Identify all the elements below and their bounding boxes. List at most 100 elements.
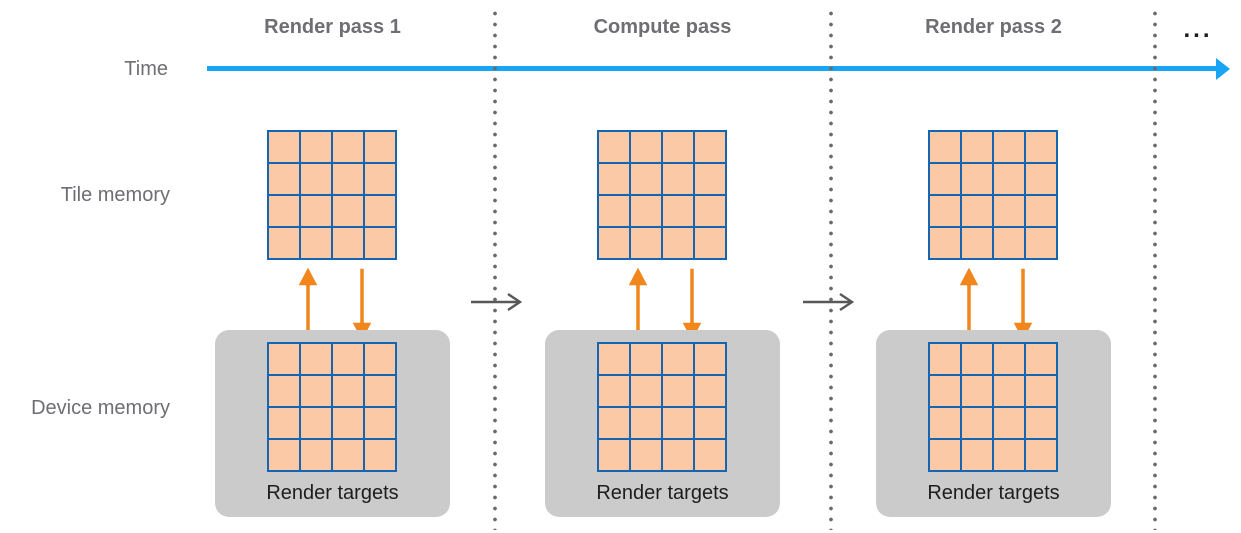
grid-cell: [695, 132, 725, 162]
grid-cell: [930, 440, 960, 470]
grid-cell: [365, 228, 395, 258]
grid-cell: [301, 344, 331, 374]
grid-cell: [1026, 196, 1056, 226]
tile-memory-grid: [267, 130, 397, 260]
store-arrow-icon: [680, 267, 704, 343]
render-targets-label: Render targets: [596, 482, 729, 504]
device-memory-box: Render targets: [215, 330, 450, 517]
grid-cell: [962, 228, 992, 258]
grid-cell: [663, 408, 693, 438]
render-targets-label: Render targets: [927, 482, 1060, 504]
grid-cell: [269, 440, 299, 470]
continuation-ellipsis: ...: [1183, 16, 1213, 43]
grid-cell: [365, 440, 395, 470]
grid-cell: [1026, 440, 1056, 470]
grid-cell: [962, 196, 992, 226]
grid-cell: [994, 164, 1024, 194]
grid-cell: [599, 440, 629, 470]
grid-cell: [962, 164, 992, 194]
grid-cell: [301, 228, 331, 258]
grid-cell: [1026, 408, 1056, 438]
grid-cell: [365, 196, 395, 226]
grid-cell: [599, 228, 629, 258]
render-target-grid: [267, 342, 397, 472]
grid-cell: [695, 196, 725, 226]
grid-cell: [695, 164, 725, 194]
grid-cell: [599, 408, 629, 438]
grid-cell: [631, 440, 661, 470]
pass-separator: [829, 8, 833, 530]
grid-cell: [365, 164, 395, 194]
store-arrow-icon: [1011, 267, 1035, 343]
grid-cell: [663, 164, 693, 194]
grid-cell: [631, 196, 661, 226]
memory-transfer-arrows: [296, 265, 374, 343]
grid-cell: [930, 228, 960, 258]
tile-memory-row-label: Tile memory: [60, 184, 170, 206]
grid-cell: [994, 132, 1024, 162]
grid-cell: [930, 164, 960, 194]
grid-cell: [333, 440, 363, 470]
grid-cell: [269, 228, 299, 258]
grid-cell: [663, 132, 693, 162]
grid-cell: [599, 376, 629, 406]
grid-cell: [930, 132, 960, 162]
grid-cell: [631, 132, 661, 162]
grid-cell: [695, 228, 725, 258]
grid-cell: [1026, 228, 1056, 258]
grid-cell: [301, 408, 331, 438]
grid-cell: [599, 344, 629, 374]
grid-cell: [1026, 132, 1056, 162]
grid-cell: [663, 376, 693, 406]
pass-title: Compute pass: [593, 16, 732, 38]
grid-cell: [962, 408, 992, 438]
device-memory-box: Render targets: [876, 330, 1111, 517]
render-target-grid: [597, 342, 727, 472]
grid-cell: [269, 196, 299, 226]
grid-cell: [994, 228, 1024, 258]
grid-cell: [962, 376, 992, 406]
grid-cell: [301, 196, 331, 226]
grid-cell: [994, 196, 1024, 226]
grid-cell: [930, 408, 960, 438]
pass-column-compute-pass: Compute pass Render targets: [545, 0, 780, 533]
grid-cell: [663, 196, 693, 226]
grid-cell: [962, 344, 992, 374]
device-memory-box: Render targets: [545, 330, 780, 517]
grid-cell: [599, 196, 629, 226]
grid-cell: [269, 132, 299, 162]
grid-cell: [695, 440, 725, 470]
next-pass-arrow-icon: [803, 293, 855, 311]
grid-cell: [599, 132, 629, 162]
load-arrow-icon: [296, 265, 320, 337]
grid-cell: [301, 440, 331, 470]
grid-cell: [333, 164, 363, 194]
grid-cell: [333, 344, 363, 374]
grid-cell: [962, 132, 992, 162]
pass-separator: [1153, 8, 1157, 530]
pass-title: Render pass 2: [925, 16, 1062, 38]
next-pass-arrow-icon: [471, 293, 523, 311]
store-arrow-icon: [350, 267, 374, 343]
grid-cell: [695, 408, 725, 438]
load-arrow-icon: [957, 265, 981, 337]
render-target-grid: [928, 342, 1058, 472]
grid-cell: [1026, 164, 1056, 194]
grid-cell: [695, 344, 725, 374]
grid-cell: [269, 408, 299, 438]
grid-cell: [962, 440, 992, 470]
grid-cell: [1026, 376, 1056, 406]
grid-cell: [631, 164, 661, 194]
grid-cell: [1026, 344, 1056, 374]
grid-cell: [269, 376, 299, 406]
grid-cell: [994, 344, 1024, 374]
grid-cell: [301, 164, 331, 194]
grid-cell: [333, 132, 363, 162]
time-arrowhead-icon: [1216, 58, 1230, 80]
pass-title: Render pass 1: [264, 16, 401, 38]
pass-column-render-pass-2: Render pass 2 Render targets: [876, 0, 1111, 533]
grid-cell: [930, 376, 960, 406]
grid-cell: [333, 408, 363, 438]
grid-cell: [333, 196, 363, 226]
render-targets-label: Render targets: [266, 482, 399, 504]
